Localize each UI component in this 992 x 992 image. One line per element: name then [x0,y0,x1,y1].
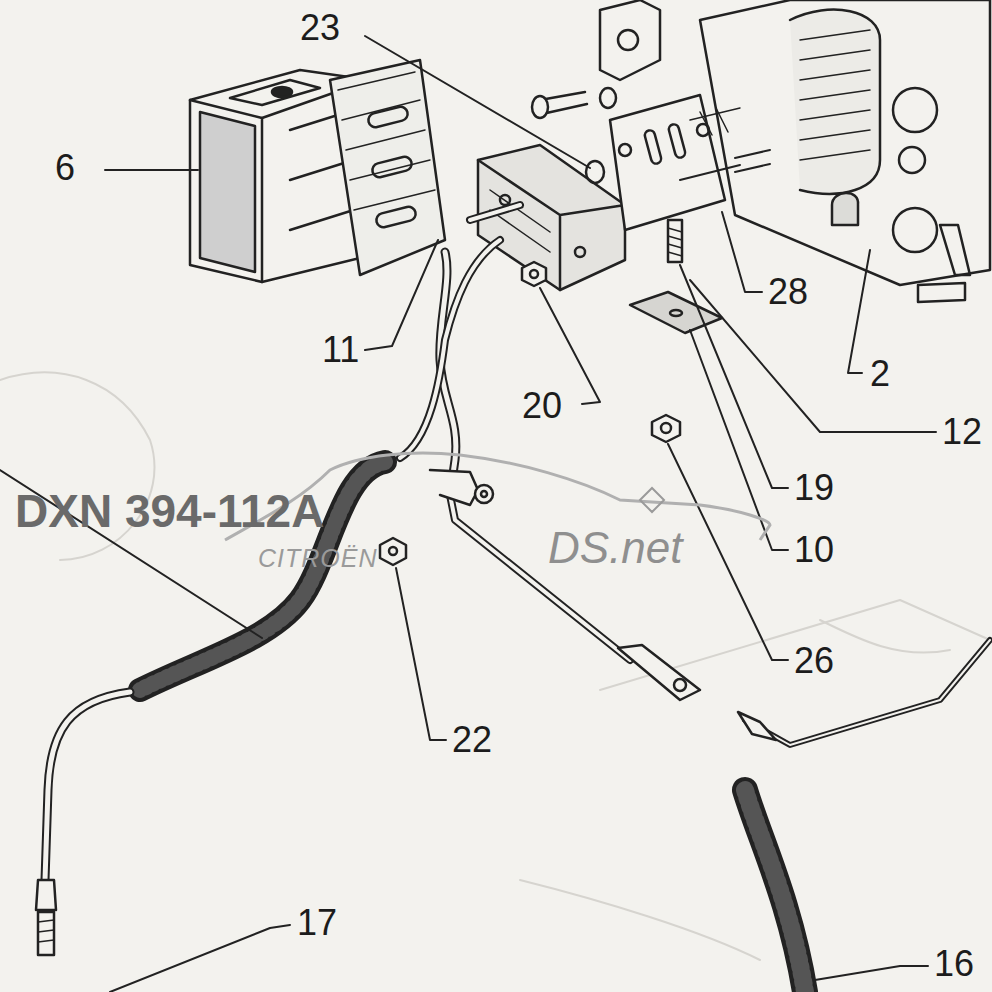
callout-number: 26 [794,643,834,679]
callout-number: 19 [794,470,834,506]
part-code-watermark: DXN 394-112A [15,488,324,534]
callout-number: 10 [794,532,834,568]
callout-number: 23 [300,10,340,46]
callout-number: 28 [768,274,808,310]
callout-number: 17 [297,905,337,941]
callout-number: 12 [942,414,982,450]
callout-number: 11 [322,332,359,368]
callout-number: 20 [522,388,562,424]
callout-number: 22 [452,722,492,758]
brand-watermark: CITROËN [258,546,378,571]
callout-number: 2 [870,356,890,392]
callout-number: 16 [934,946,974,982]
callout-number: 6 [55,150,75,186]
site-watermark: DS.net [548,526,683,570]
